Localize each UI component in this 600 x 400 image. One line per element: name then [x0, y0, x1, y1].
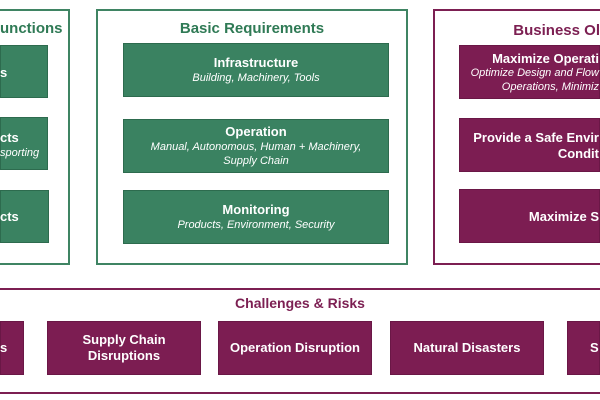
- function-box-3: [0, 190, 49, 243]
- objective-box-1: [459, 45, 600, 99]
- challenge-title: Natural Disasters: [413, 340, 521, 355]
- challenge-box-1-title: s: [0, 340, 8, 355]
- function-box-3-title: cts: [0, 209, 19, 224]
- functions-title: unctions: [0, 20, 63, 37]
- objective-box-1-subtitle: Optimize Design and Flow: [470, 67, 599, 79]
- requirement-title: Monitoring: [222, 202, 290, 217]
- requirements-panel: [96, 9, 408, 265]
- challenge-box-5-title: S: [590, 340, 599, 355]
- objective-box-1-title: Maximize Operati: [492, 51, 599, 66]
- challenge-operation-disruption: Operation Disruption: [218, 321, 372, 375]
- requirement-subtitle: Manual, Autonomous, Human + Machinery,: [150, 141, 362, 153]
- objective-box-2-title: Provide a Safe Envir: [473, 130, 599, 145]
- objective-box-2: [459, 118, 600, 172]
- challenges-top-border: [0, 288, 600, 290]
- function-box-1-title: s: [0, 65, 8, 80]
- requirement-title: Infrastructure: [213, 55, 299, 70]
- challenge-title: Supply Chain: [82, 332, 166, 347]
- challenge-title: Operation Disruption: [230, 340, 360, 355]
- function-box-2-title: cts: [0, 130, 19, 145]
- requirements-title: Basic Requirements: [179, 20, 325, 37]
- functions-panel: [0, 9, 70, 265]
- objective-box-1-subtitle-2: Operations, Minimiz: [501, 81, 599, 93]
- objective-box-3: [459, 189, 600, 243]
- challenges-title: Challenges & Risks: [235, 295, 365, 311]
- objective-box-2-title-2: Condit: [557, 146, 599, 161]
- function-box-1: [0, 45, 48, 98]
- challenge-title-2: Disruptions: [87, 348, 161, 363]
- requirement-subtitle: Products, Environment, Security: [177, 219, 335, 231]
- function-box-2: [0, 117, 48, 170]
- challenge-natural-disasters: Natural Disasters: [390, 321, 544, 375]
- challenges-bottom-border: [0, 392, 600, 394]
- function-box-2-subtitle: sporting: [0, 147, 40, 159]
- challenge-box-1: [0, 321, 24, 375]
- objectives-panel: [433, 9, 600, 265]
- requirement-monitoring: Monitoring Products, Environment, Securi…: [123, 190, 389, 244]
- requirement-title: Operation: [225, 124, 287, 139]
- requirement-subtitle: Building, Machinery, Tools: [192, 72, 320, 84]
- requirement-infrastructure: Infrastructure Building, Machinery, Tool…: [123, 43, 389, 97]
- objectives-title: Business Ol: [513, 22, 600, 39]
- objective-box-3-title: Maximize S: [528, 209, 599, 224]
- requirement-operation: Operation Manual, Autonomous, Human + Ma…: [123, 119, 389, 173]
- challenge-supply-chain: Supply Chain Disruptions: [47, 321, 201, 375]
- requirement-subtitle-2: Supply Chain: [223, 155, 289, 167]
